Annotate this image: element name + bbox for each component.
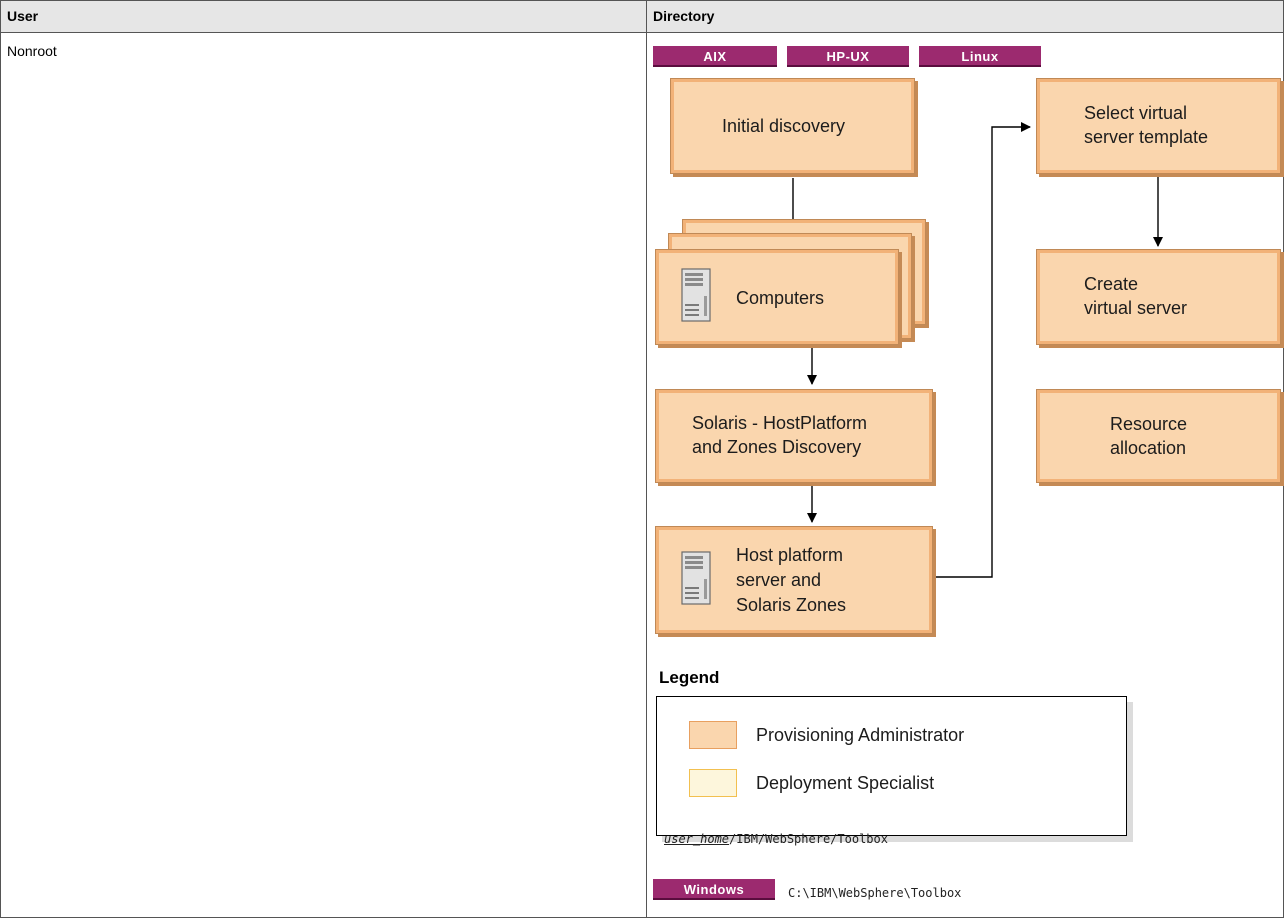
- table-column-divider: [646, 0, 647, 918]
- badge-aix: AIX: [653, 46, 777, 67]
- label-create-line1: Create: [1084, 274, 1139, 294]
- header-user: User: [7, 8, 39, 24]
- label-initial-discovery: Initial discovery: [722, 116, 846, 136]
- label-solaris-line1: Solaris - HostPlatform: [692, 413, 868, 433]
- table-border-left: [0, 0, 1, 918]
- box-host-platform: Host platform server and Solaris Zones: [655, 526, 933, 634]
- box-select-template: Select virtual server template: [1036, 78, 1281, 174]
- box-initial-discovery: Initial discovery: [670, 78, 915, 174]
- legend-title: Legend: [659, 668, 720, 687]
- label-solaris-line2: and Zones Discovery: [692, 437, 862, 457]
- legend-swatch-deployment: [689, 769, 737, 797]
- user-cell-nonroot: Nonroot: [7, 43, 57, 59]
- windows-path: C:\IBM\WebSphere\Toolbox: [788, 886, 962, 900]
- legend-label-provisioning: Provisioning Administrator: [756, 725, 965, 745]
- badge-linux: Linux: [919, 46, 1041, 67]
- unix-path-rest: /IBM/WebSphere/Toolbox: [729, 832, 888, 846]
- badge-windows: Windows: [653, 879, 775, 900]
- label-resource-line1: Resource: [1110, 414, 1188, 434]
- box-solaris-discovery: Solaris - HostPlatform and Zones Discove…: [655, 389, 933, 483]
- header-directory: Directory: [653, 8, 715, 24]
- box-create-virtual-server: Create virtual server: [1036, 249, 1281, 345]
- label-select-line2: server template: [1084, 127, 1209, 147]
- label-computers: Computers: [736, 288, 825, 308]
- table-border-top: [0, 0, 1284, 1]
- server-icon: [681, 268, 711, 322]
- unix-path: user_home/IBM/WebSphere/Toolbox: [664, 832, 888, 846]
- table-header-divider: [0, 32, 1284, 33]
- label-select-line1: Select virtual: [1084, 103, 1188, 123]
- label-create-line2: virtual server: [1084, 298, 1188, 318]
- table-header-row: [1, 1, 1283, 32]
- label-resource-line2: allocation: [1110, 438, 1187, 458]
- unix-path-user-home: user_home: [664, 832, 730, 846]
- legend-panel: Provisioning Administrator Deployment Sp…: [656, 696, 1127, 836]
- box-computers: Computers: [655, 249, 899, 345]
- server-icon: [681, 551, 711, 605]
- arrow-host-to-template: [934, 122, 1031, 578]
- label-host-line3: Solaris Zones: [736, 595, 847, 615]
- badge-hpux: HP-UX: [787, 46, 909, 67]
- label-host-line1: Host platform: [736, 545, 844, 565]
- box-resource-allocation: Resource allocation: [1036, 389, 1281, 483]
- legend-label-deployment: Deployment Specialist: [756, 773, 935, 793]
- label-host-line2: server and: [736, 570, 822, 590]
- legend-swatch-provisioning: [689, 721, 737, 749]
